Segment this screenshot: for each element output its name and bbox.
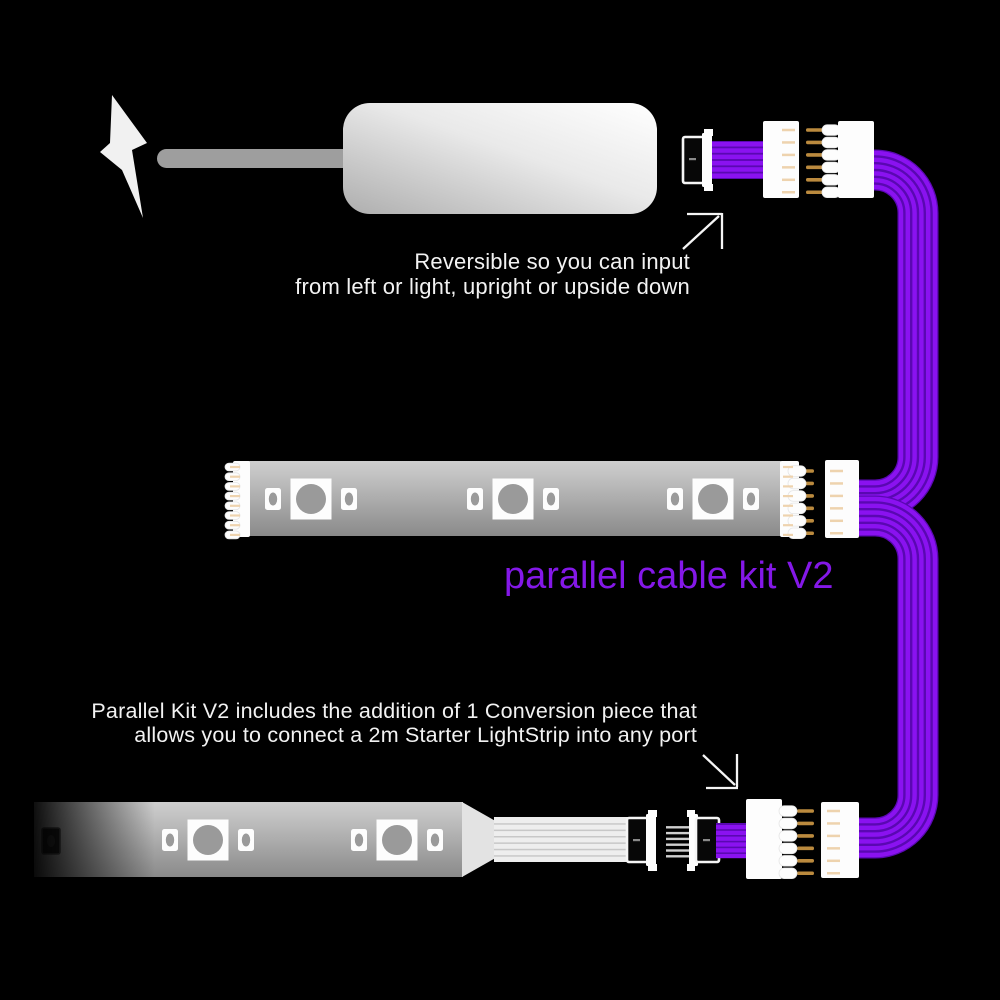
conversion-note: Parallel Kit V2 includes the addition of… [0,699,697,747]
ribbon-cable [716,823,750,859]
reversible-note-line2: from left or light, upright or upside do… [295,274,690,299]
white-ribbon-cable [494,817,634,862]
strip-end-sleeve [462,802,508,877]
port-housing [821,802,859,878]
connector-pins [806,128,823,195]
jst-plug [681,129,713,191]
reversible-note-line1: Reversible so you can input [414,249,690,274]
connector-housing [763,121,799,198]
reversible-note: Reversible so you can input from left or… [0,249,690,299]
strip-fade [30,800,155,879]
arrow-down-right-icon [702,754,739,790]
bottom-light-strip [30,800,508,879]
power-cord [157,149,353,168]
arrow-up-right-icon [682,212,724,250]
parallel-cable-top-loop [850,149,939,521]
plug-pins [666,826,698,858]
ribbon-cable [706,141,768,179]
middle-junction-housing [825,460,859,538]
top-connector-assembly [681,121,874,199]
parallel-cable-bottom-loop [850,495,939,859]
conversion-piece-assembly [494,799,859,879]
power-supply [100,95,657,218]
connector-teeth [821,124,841,199]
conversion-note-line2: allows you to connect a 2m Starter Light… [134,723,697,747]
strip-right-connector [780,461,814,539]
middle-light-strip [224,460,859,540]
conversion-connector [746,799,814,879]
product-label: parallel cable kit V2 [504,555,834,597]
jst-socket [687,810,721,871]
lightning-bolt-icon [100,95,147,218]
connector-housing [838,121,874,198]
strip-left-connector [224,461,250,540]
jst-plug [625,810,657,871]
power-adapter-body [343,103,657,214]
conversion-note-line1: Parallel Kit V2 includes the addition of… [91,699,697,723]
